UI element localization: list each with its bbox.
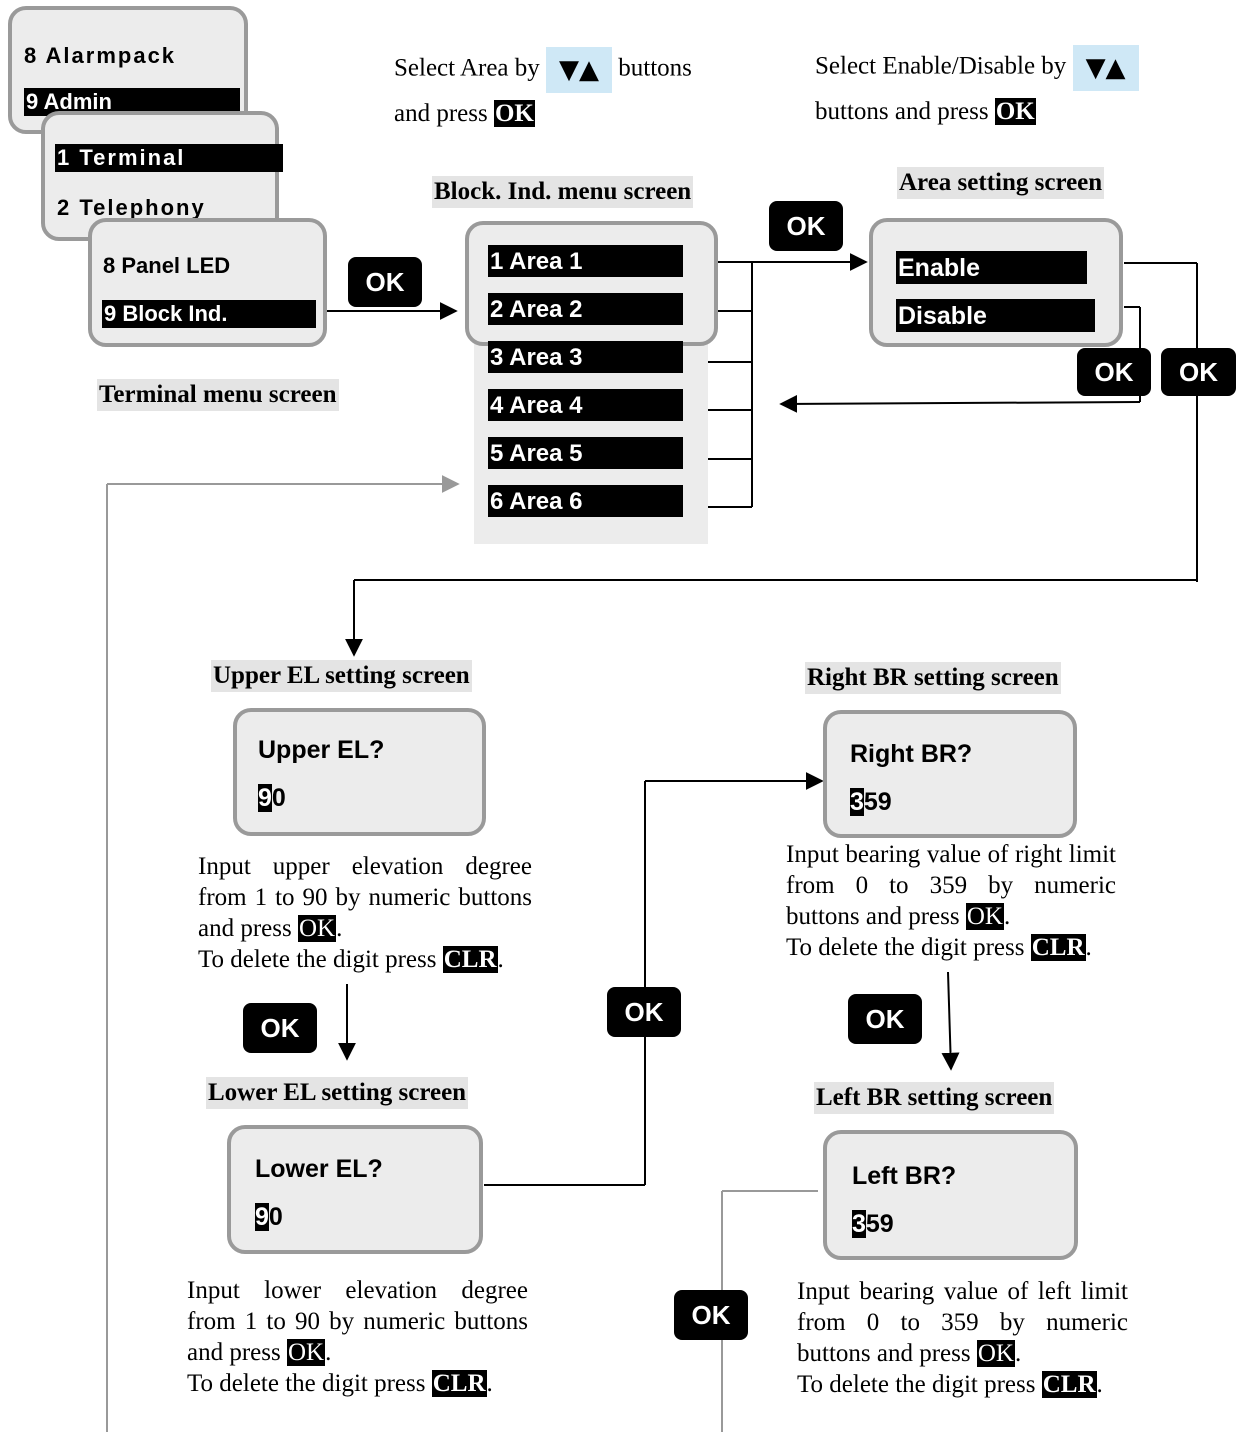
area-item-4[interactable]: 4 Area 4 [488,389,683,421]
right-br-title: Right BR setting screen [805,662,1061,694]
menu-item-alarmpack[interactable]: 8 Alarmpack [24,43,177,68]
area-item-3[interactable]: 3 Area 3 [488,341,683,373]
upper-el-prompt: Upper EL? [258,736,385,764]
instruction-select-enable: Select Enable/Disable by ▼▲ buttons and … [815,45,1215,133]
ok-key-label: OK [976,1340,1015,1367]
right-br-instruction: Input bearing value of right limit from … [786,841,1116,961]
lower-el-value-field[interactable]: 90 [255,1203,283,1231]
ok-key-label: OK [994,98,1036,125]
ok-key-label: OK [286,1339,326,1366]
ok-key-label: OK [965,903,1004,930]
input-cursor: 9 [255,1203,269,1231]
ok-button-open-block-ind[interactable]: OK [348,257,422,307]
upper-el-title: Upper EL setting screen [211,660,472,692]
clr-key-label: CLR [442,946,498,973]
menu-item-panel-led[interactable]: 8 Panel LED [103,253,231,278]
input-cursor: 9 [258,784,272,812]
input-cursor: 3 [850,788,864,816]
area-item-6[interactable]: 6 Area 6 [488,485,683,517]
area-setting-screen: Enable Disable [869,218,1123,347]
area-setting-title: Area setting screen [897,167,1105,199]
lower-el-prompt: Lower EL? [255,1155,383,1183]
left-br-value-field[interactable]: 359 [852,1210,894,1238]
upper-el-screen: Upper EL? 90 [233,708,486,836]
clr-key-label: CLR [1030,934,1086,961]
left-br-instruction: Input bearing value of left limit from 0… [797,1278,1128,1398]
upper-el-value-field[interactable]: 90 [258,784,286,812]
ok-key-label: OK [493,100,535,127]
left-br-screen: Left BR? 359 [823,1130,1078,1260]
ok-button-select-area[interactable]: OK [769,201,843,251]
ok-button-upper-el[interactable]: OK [243,1003,317,1053]
option-disable[interactable]: Disable [896,299,1095,332]
menu-item-terminal[interactable]: 1 Terminal [55,144,283,172]
ok-button-enable[interactable]: OK [1161,348,1236,396]
instruction-select-area: Select Area by ▼▲ buttons and press OK [394,47,724,135]
menu-item-block-ind[interactable]: 9 Block Ind. [102,300,316,328]
left-br-title: Left BR setting screen [814,1082,1055,1114]
ok-button-right-br[interactable]: OK [848,994,922,1044]
lower-el-instruction: Input lower elevation degree from 1 to 9… [187,1277,528,1397]
arrow-keys-icon: ▼▲ [1072,45,1139,91]
menu-item-telephony[interactable]: 2 Telephony [57,195,206,220]
ok-button-disable[interactable]: OK [1077,348,1151,396]
terminal-menu-caption: Terminal menu screen [97,379,339,411]
ok-key-label: OK [297,915,337,942]
upper-el-instruction: Input upper elevation degree from 1 to 9… [198,853,532,973]
terminal-menu-screen: 8 Panel LED 9 Block Ind. [88,218,327,347]
clr-key-label: CLR [431,1370,487,1397]
block-ind-menu-screen [465,221,718,346]
area-item-2[interactable]: 2 Area 2 [488,293,683,325]
arrow-keys-icon: ▼▲ [546,47,613,93]
right-br-value-field[interactable]: 359 [850,788,892,816]
option-enable[interactable]: Enable [896,251,1087,284]
left-br-prompt: Left BR? [852,1162,957,1190]
right-br-prompt: Right BR? [850,740,973,768]
clr-key-label: CLR [1041,1371,1097,1398]
lower-el-title: Lower EL setting screen [206,1077,469,1109]
area-item-5[interactable]: 5 Area 5 [488,437,683,469]
ok-button-lower-el[interactable]: OK [607,987,681,1037]
lower-el-screen: Lower EL? 90 [227,1125,483,1254]
area-item-1[interactable]: 1 Area 1 [488,245,683,277]
right-br-screen: Right BR? 359 [823,710,1077,838]
ok-button-left-br[interactable]: OK [674,1290,748,1340]
input-cursor: 3 [852,1210,866,1238]
block-ind-title: Block. Ind. menu screen [432,176,694,208]
